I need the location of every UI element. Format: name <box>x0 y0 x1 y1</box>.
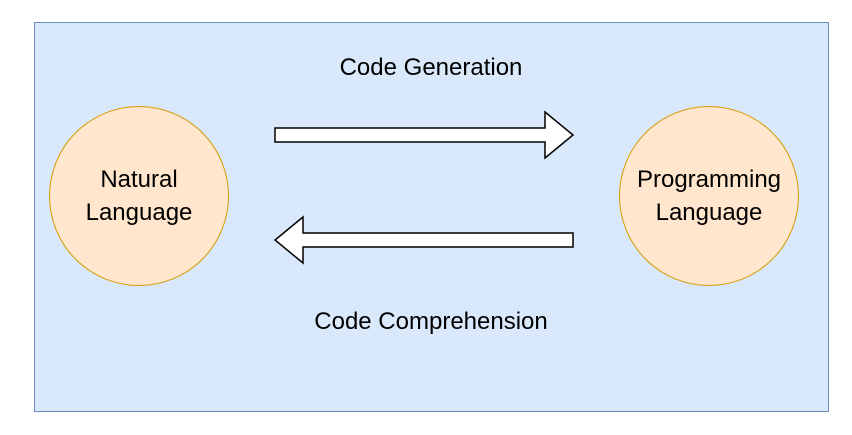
code-generation-arrow <box>274 110 575 160</box>
code-comprehension-arrow <box>273 215 574 265</box>
natural-language-node: Natural Language <box>49 106 229 286</box>
code-generation-label: Code Generation <box>339 54 523 81</box>
code-comprehension-label: Code Comprehension <box>314 308 548 335</box>
programming-language-node: Programming Language <box>619 106 799 286</box>
